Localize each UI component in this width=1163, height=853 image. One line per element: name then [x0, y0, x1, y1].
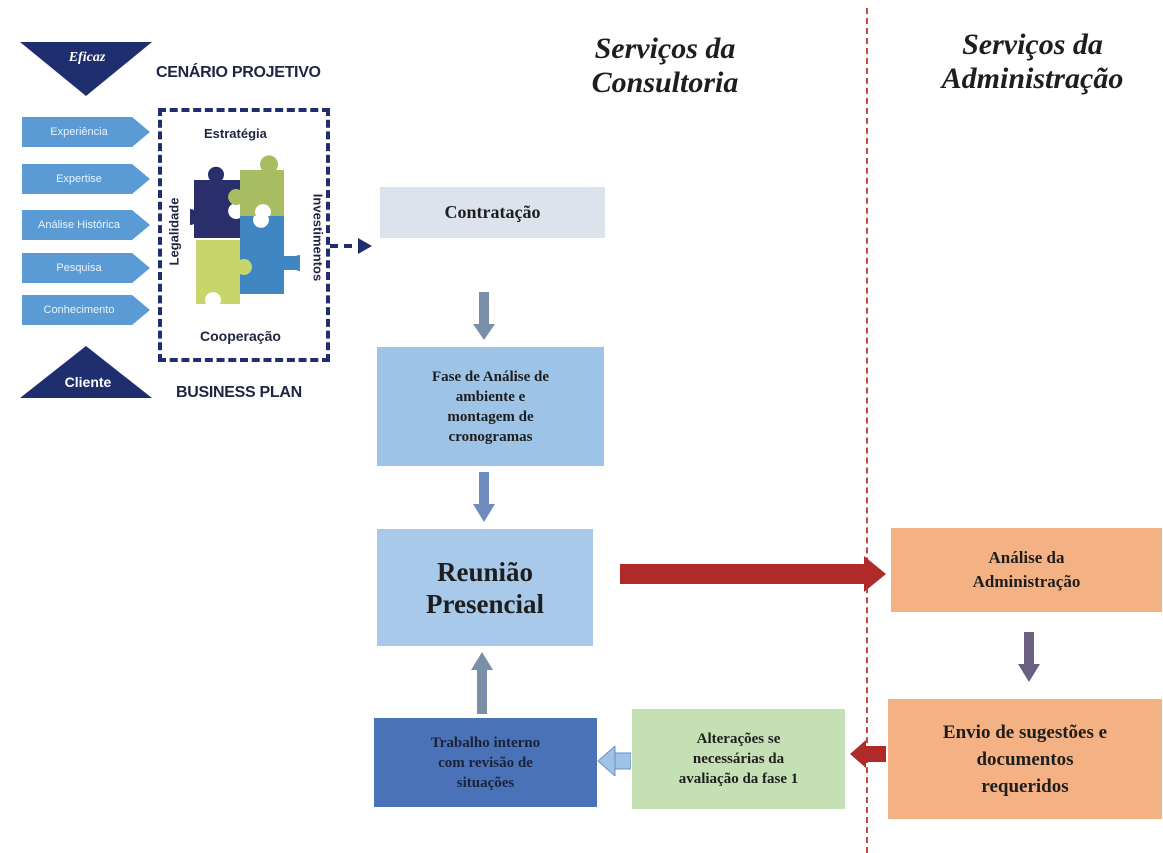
puzzle-frame: [158, 108, 330, 362]
envio-line3: requeridos: [981, 775, 1069, 797]
tag-expertise: Expertise: [22, 164, 150, 194]
box-analise-administracao: Análise da Administração: [891, 528, 1162, 612]
heading-consultoria-line1: Serviços da: [594, 32, 736, 65]
puzzle-icon: [190, 155, 300, 304]
box-reuniao-presencial: Reunião Presencial: [377, 529, 593, 646]
eficaz-logo: Eficaz CENÁRIO PROJETIVO Experiência Exp…: [0, 0, 360, 420]
box-fase-analise: Fase de Análise de ambiente e montagem d…: [377, 347, 604, 466]
trabalho-line2: com revisão de: [438, 754, 533, 771]
box-alteracoes: Alterações se necessárias da avaliação d…: [632, 709, 845, 809]
column-divider: [866, 8, 868, 853]
alteracoes-line3: avaliação da fase 1: [678, 771, 799, 787]
heading-administracao-line2: Administração: [941, 62, 1124, 95]
arrow-left-blue: [597, 746, 631, 776]
eficaz-label: Eficaz: [68, 50, 106, 65]
arrow-up: [471, 652, 493, 714]
tag-conhecimento: Conhecimento: [22, 295, 150, 325]
puzzle-top-label: Estratégia: [204, 126, 267, 141]
business-plan-label: BUSINESS PLAN: [176, 384, 302, 401]
puzzle-piece-navy: [190, 166, 240, 238]
alteracoes-line2: necessárias da: [692, 751, 785, 767]
box-contratacao-label: Contratação: [444, 202, 541, 222]
analise-adm-line2: Administração: [972, 572, 1081, 591]
envio-line1: Envio de sugestões e: [942, 721, 1108, 743]
fase-line4: cronogramas: [448, 428, 533, 445]
puzzle-piece-olive: [228, 155, 284, 216]
reuniao-line2: Presencial: [426, 588, 544, 619]
cliente-triangle: [20, 346, 152, 398]
tag-analise-historica: Análise Histórica: [22, 210, 150, 240]
arrow-down-3: [1018, 632, 1040, 682]
heading-administracao: Serviços da Administração: [905, 28, 1160, 96]
arrow-down-1: [473, 292, 495, 340]
trabalho-line1: Trabalho interno: [430, 734, 541, 751]
puzzle-piece-lime: [196, 240, 252, 304]
arrow-right-red: [620, 556, 886, 592]
alteracoes-line1: Alterações se: [696, 731, 781, 747]
cenario-label: CENÁRIO PROJETIVO: [156, 64, 321, 81]
trabalho-line3: situações: [456, 774, 515, 791]
reuniao-line1: Reunião: [436, 556, 534, 587]
puzzle-right-label: Investimentos: [310, 193, 326, 282]
heading-administracao-line1: Serviços da: [962, 28, 1103, 61]
heading-consultoria: Serviços da Consultoria: [540, 32, 790, 100]
tag-pesquisa: Pesquisa: [22, 253, 150, 283]
puzzle-piece-blue: [240, 216, 300, 294]
fase-line3: montagem de: [447, 408, 534, 425]
heading-consultoria-line2: Consultoria: [591, 66, 739, 99]
box-envio-sugestoes: Envio de sugestões e documentos requerid…: [888, 699, 1162, 819]
arrow-down-2: [473, 472, 495, 522]
analise-adm-line1: Análise da: [988, 548, 1065, 567]
puzzle-bottom-label: Cooperação: [200, 328, 281, 344]
logo-connector-arrow: [330, 238, 372, 254]
box-contratacao: Contratação: [380, 187, 605, 238]
box-trabalho-interno: Trabalho interno com revisão de situaçõe…: [374, 718, 597, 807]
tag-experiencia: Experiência: [22, 117, 150, 147]
arrow-left-red: [850, 740, 886, 768]
cliente-label: Cliente: [64, 374, 112, 390]
puzzle-left-label: Legalidade: [166, 197, 182, 266]
envio-line2: documentos: [976, 748, 1074, 770]
fase-line2: ambiente e: [455, 388, 526, 405]
fase-line1: Fase de Análise de: [431, 368, 550, 385]
